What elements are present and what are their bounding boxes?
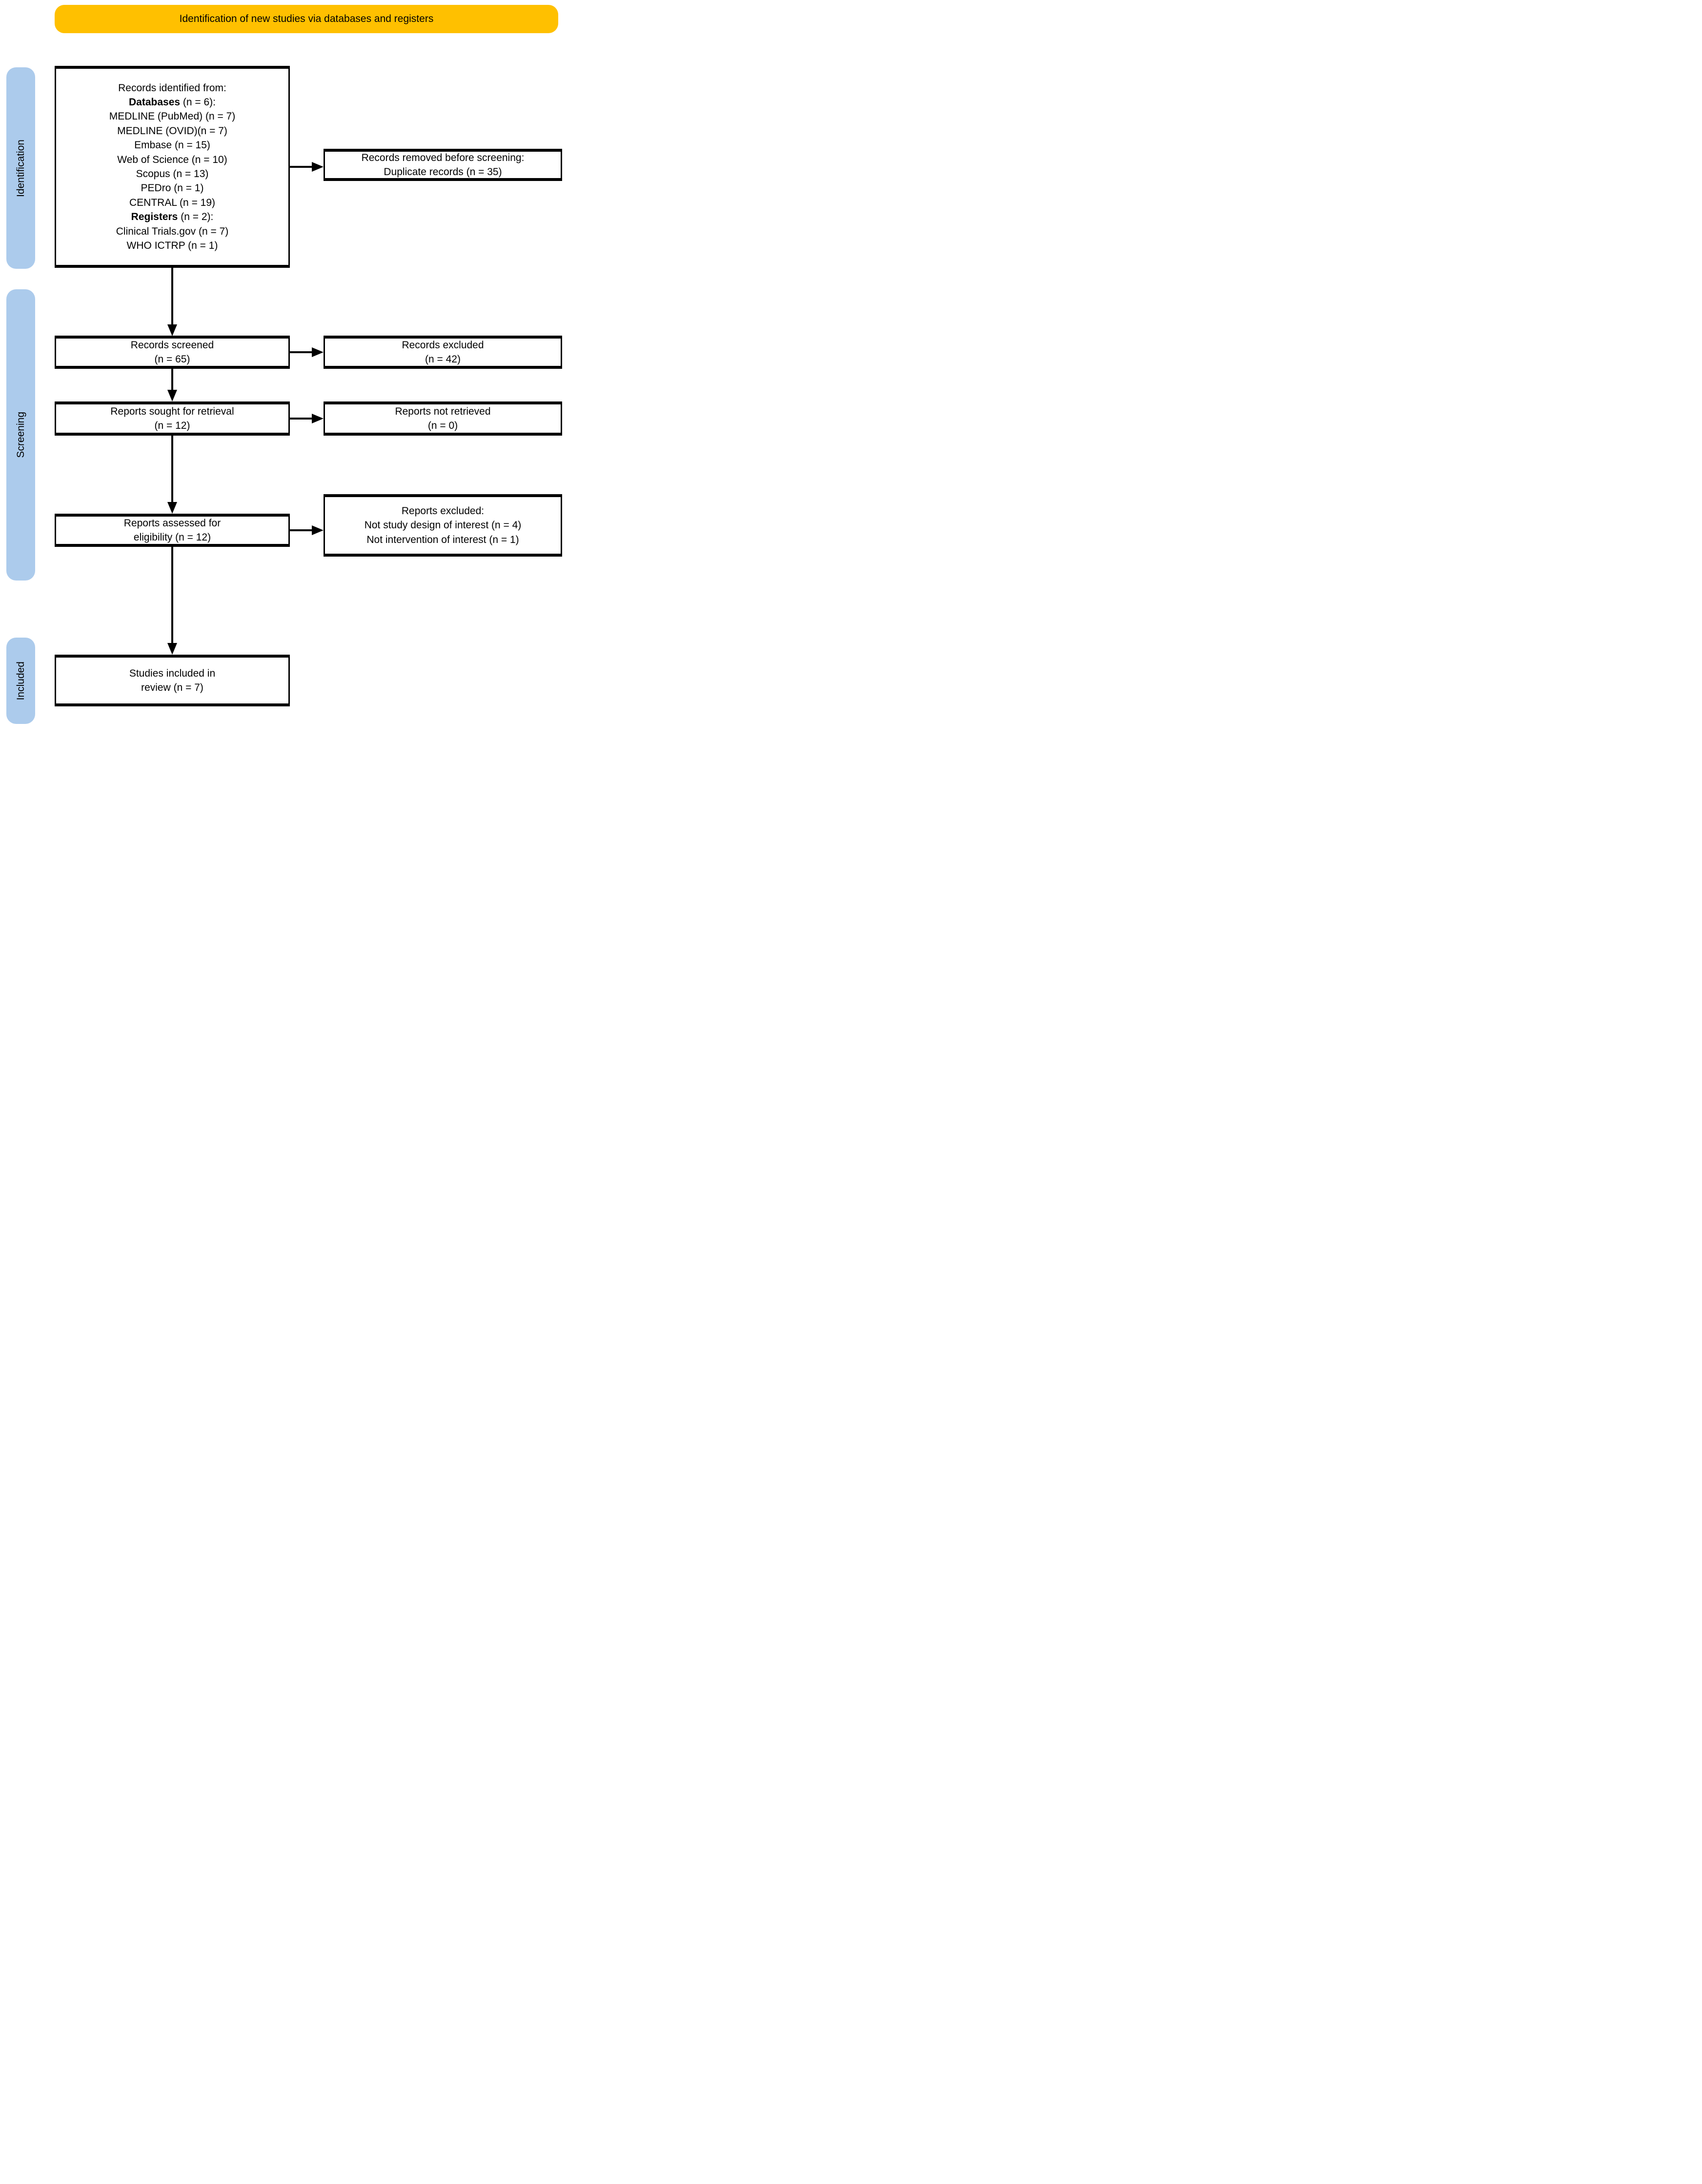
stage-label-identification-text: Identification <box>15 139 26 197</box>
database-item: MEDLINE (PubMed) (n = 7) <box>109 111 236 122</box>
reports-not-retrieved-line2: (n = 0) <box>427 420 458 431</box>
database-item: MEDLINE (OVID)(n = 7) <box>117 125 227 137</box>
arrow-screened-to-sought-head <box>167 390 177 401</box>
reports-sought-line2: (n = 12) <box>154 420 190 431</box>
stage-label-identification: Identification <box>6 67 35 269</box>
reports-excluded-box: Reports excluded: Not study design of in… <box>324 494 562 557</box>
records-screened-box: Records screened (n = 65) <box>55 336 290 369</box>
arrow-sought-to-notretrieved-head <box>312 414 324 423</box>
records-identified-intro: Records identified from: <box>118 82 226 94</box>
records-screened-line2: (n = 65) <box>154 354 190 365</box>
records-excluded-line1: Records excluded <box>402 339 484 351</box>
databases-heading-count: (n = 6): <box>180 97 216 108</box>
arrow-sought-to-assessed-head <box>167 502 177 514</box>
database-item: Web of Science (n = 10) <box>117 154 227 165</box>
records-screened-line1: Records screened <box>130 339 214 351</box>
studies-included-line2: review (n = 7) <box>141 682 203 693</box>
records-excluded-line2: (n = 42) <box>425 354 461 365</box>
databases-heading: Databases (n = 6): <box>129 95 216 109</box>
reports-sought-box: Reports sought for retrieval (n = 12) <box>55 401 290 436</box>
stage-label-screening-text: Screening <box>15 412 26 458</box>
database-item: CENTRAL (n = 19) <box>129 197 216 208</box>
registers-heading-bold: Registers <box>131 211 178 223</box>
arrow-assessed-to-included-head <box>167 643 177 655</box>
title-banner: Identification of new studies via databa… <box>55 5 558 33</box>
reports-assessed-line1: Reports assessed for <box>123 517 221 529</box>
records-removed-box: Records removed before screening: Duplic… <box>324 149 562 181</box>
records-removed-line2: Duplicate records (n = 35) <box>384 166 502 178</box>
reports-not-retrieved-line1: Reports not retrieved <box>395 405 491 417</box>
database-item: Embase (n = 15) <box>134 140 210 151</box>
registers-heading: Registers (n = 2): <box>131 210 214 224</box>
reports-sought-line1: Reports sought for retrieval <box>110 405 234 417</box>
arrow-identified-to-screened-head <box>167 324 177 336</box>
arrow-identified-to-screened-line <box>171 268 173 325</box>
databases-heading-bold: Databases <box>128 97 181 108</box>
reports-assessed-line2: eligibility (n = 12) <box>133 532 211 543</box>
studies-included-box: Studies included in review (n = 7) <box>55 655 290 706</box>
reports-excluded-line1: Reports excluded: <box>401 505 485 517</box>
arrow-screened-to-excluded-head <box>312 347 324 357</box>
stage-label-included-text: Included <box>15 661 26 701</box>
database-item: PEDro (n = 1) <box>141 182 204 194</box>
reports-assessed-box: Reports assessed for eligibility (n = 12… <box>55 514 290 547</box>
stage-label-included: Included <box>6 638 35 724</box>
studies-included-line1: Studies included in <box>129 667 216 679</box>
arrow-assessed-to-reportsexcluded-line <box>290 529 313 531</box>
stage-label-screening: Screening <box>6 289 35 581</box>
registers-heading-count: (n = 2): <box>178 211 214 223</box>
arrow-screened-to-excluded-line <box>290 351 313 353</box>
records-excluded-box: Records excluded (n = 42) <box>324 336 562 369</box>
database-item: Scopus (n = 13) <box>136 168 209 180</box>
arrow-identified-to-removed-head <box>312 162 324 172</box>
reports-not-retrieved-box: Reports not retrieved (n = 0) <box>324 401 562 436</box>
arrow-assessed-to-included-line <box>171 547 173 644</box>
records-identified-box: Records identified from: Databases (n = … <box>55 66 290 268</box>
title-banner-text: Identification of new studies via databa… <box>179 13 434 24</box>
prisma-flow-diagram: Identification of new studies via databa… <box>0 0 567 728</box>
arrow-assessed-to-reportsexcluded-head <box>312 525 324 535</box>
records-removed-line1: Records removed before screening: <box>361 152 525 163</box>
arrow-identified-to-removed-line <box>290 166 313 168</box>
arrow-sought-to-notretrieved-line <box>290 418 313 420</box>
arrow-sought-to-assessed-line <box>171 436 173 503</box>
reports-excluded-line3: Not intervention of interest (n = 1) <box>366 534 519 545</box>
arrow-screened-to-sought-line <box>171 369 173 391</box>
register-item: Clinical Trials.gov (n = 7) <box>116 225 229 237</box>
reports-excluded-line2: Not study design of interest (n = 4) <box>364 520 522 531</box>
register-item: WHO ICTRP (n = 1) <box>126 240 218 251</box>
